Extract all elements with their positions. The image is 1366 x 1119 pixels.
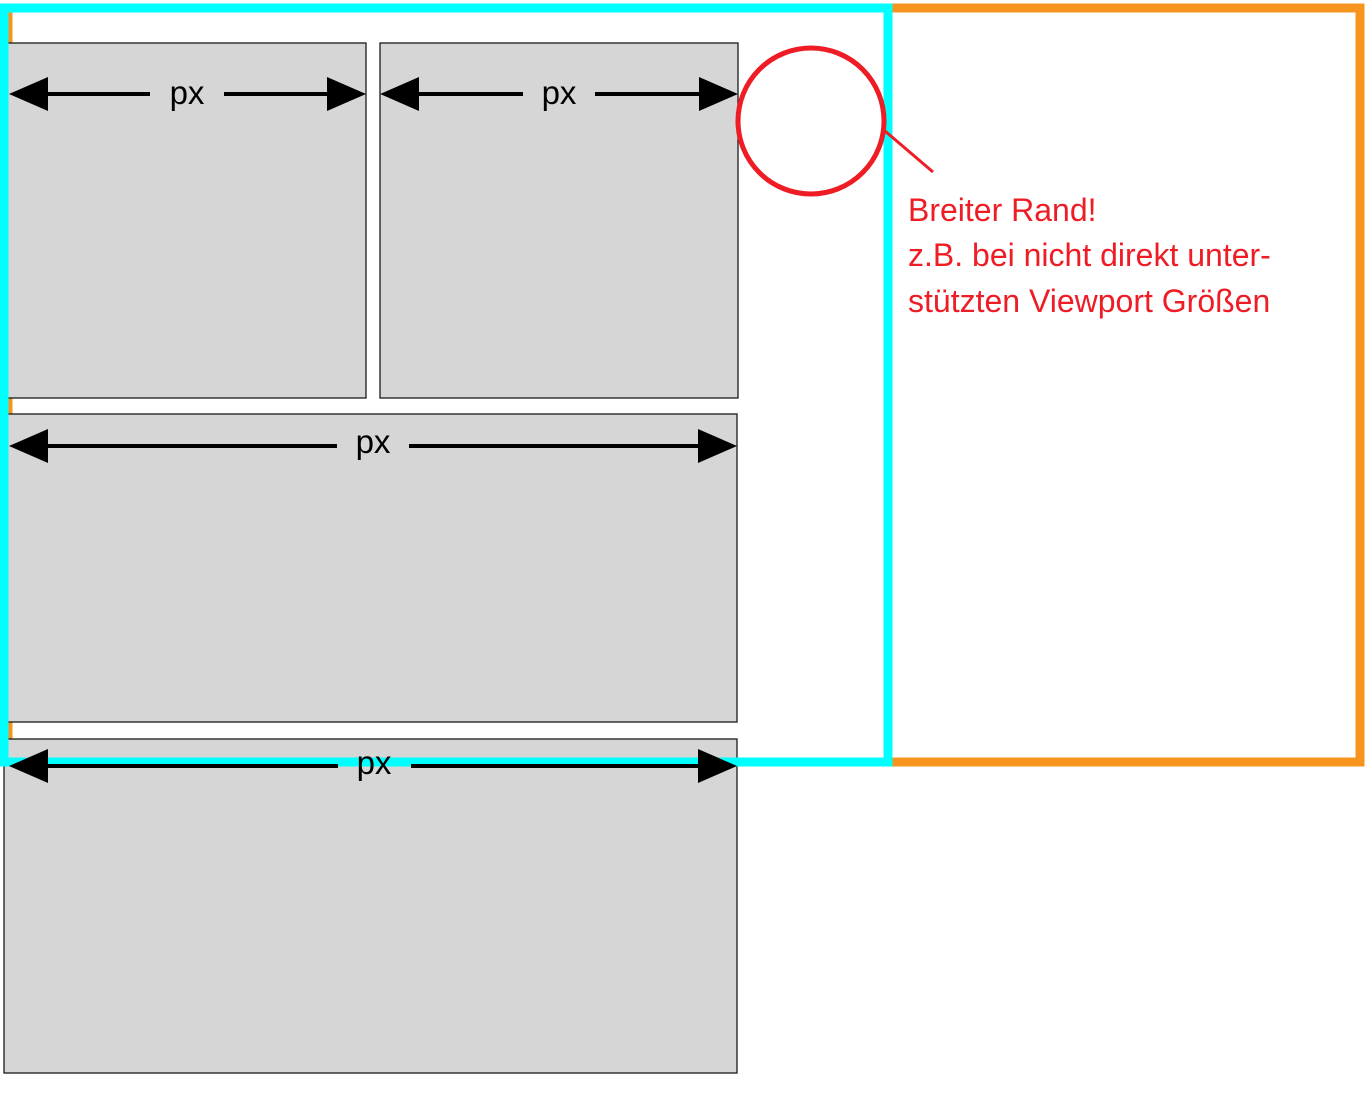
box-bottom-wide <box>3 738 738 1074</box>
box-top-right <box>379 42 739 399</box>
inner-viewport-frame <box>0 3 893 767</box>
arrowhead-right <box>698 429 737 463</box>
margin-highlight-circle <box>735 45 887 197</box>
arrowhead-left <box>9 429 48 463</box>
margin-annotation: Breiter Rand! z.B. bei nicht direkt unte… <box>908 192 1271 319</box>
px-label: px <box>356 423 391 460</box>
width-arrow-bottom: px <box>9 744 737 783</box>
width-arrow-middle: px <box>9 423 737 463</box>
arrowhead-right <box>699 77 738 111</box>
arrowhead-left <box>380 77 419 111</box>
arrowhead-left <box>9 77 48 111</box>
arrowhead-right <box>698 749 737 783</box>
px-label: px <box>357 744 392 781</box>
width-arrow-top-right: px <box>380 74 738 111</box>
annotation-line-2: z.B. bei nicht direkt unter- <box>908 237 1271 273</box>
arrowhead-right <box>327 77 366 111</box>
box-top-left <box>3 42 367 399</box>
box-middle-wide <box>3 413 738 723</box>
arrowhead-left <box>9 749 48 783</box>
px-label: px <box>542 74 577 111</box>
annotation-line-1: Breiter Rand! <box>908 192 1097 228</box>
px-label: px <box>170 74 205 111</box>
width-arrow-top-left: px <box>9 74 366 111</box>
annotation-line-3: stützten Viewport Größen <box>908 283 1270 319</box>
annotation-leader-line <box>884 129 934 174</box>
